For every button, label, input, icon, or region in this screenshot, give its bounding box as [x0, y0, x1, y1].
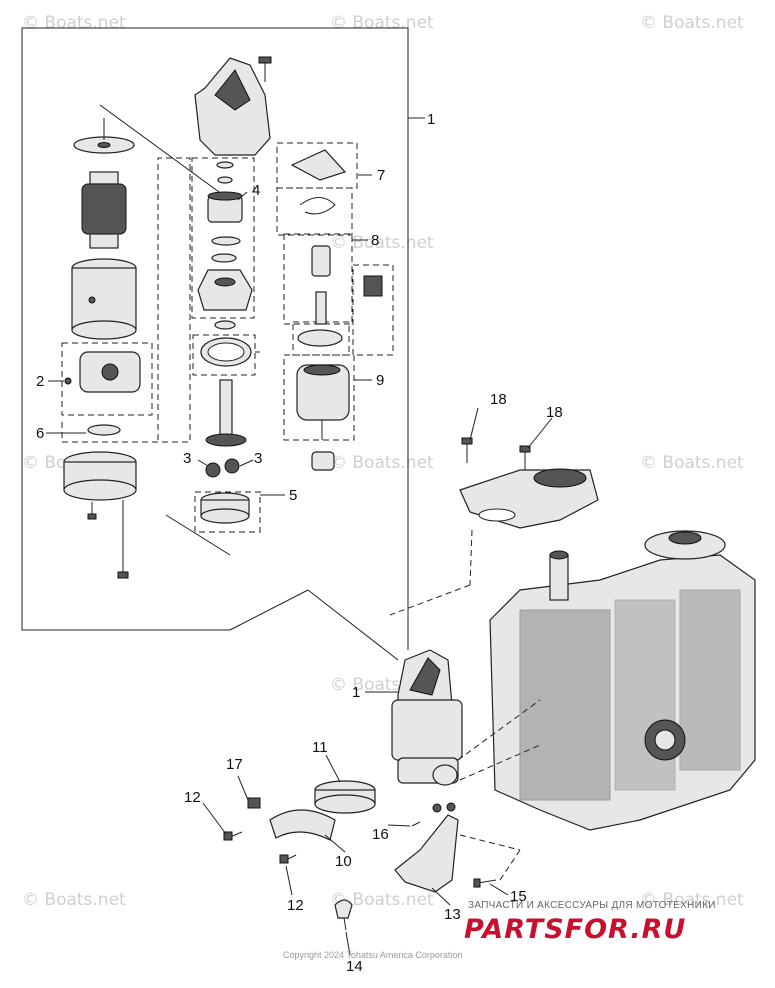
callout-16: 16 — [372, 826, 389, 843]
callout-11: 11 — [312, 739, 328, 756]
callout-13: 13 — [444, 906, 461, 923]
callout-6: 6 — [36, 425, 44, 442]
solenoid-group — [290, 149, 383, 471]
watermark: © Boats.net — [330, 453, 434, 473]
watermark: © Boats.net — [330, 233, 434, 253]
callout-15: 15 — [510, 888, 527, 905]
banner-logo: PARTSFOR.RU — [464, 914, 686, 945]
callout-18: 18 — [490, 391, 507, 408]
bracket-assembly — [389, 437, 599, 616]
callout-12: 12 — [287, 897, 304, 914]
callout-2: 2 — [36, 373, 44, 390]
watermark: © Boats.net — [22, 13, 126, 33]
partsfor-banner: ЗАПЧАСТИ И АКСЕССУАРЫ ДЛЯ МОТОТЕХНИКИ PA… — [464, 900, 716, 945]
callout-10: 10 — [335, 853, 352, 870]
copyright-notice: Copyright 2024 Tohatsu America Corporati… — [283, 950, 462, 960]
callout-1: 1 — [352, 684, 360, 701]
callout-3: 3 — [254, 450, 262, 467]
callout-9: 9 — [376, 372, 384, 389]
callout-4: 4 — [252, 182, 260, 199]
leader-lines — [46, 174, 553, 956]
watermark: © Boats.net — [330, 890, 434, 910]
callout-18: 18 — [546, 404, 563, 421]
gear-housing-group — [194, 56, 272, 524]
watermark: © Boats.net — [640, 453, 744, 473]
callout-1: 1 — [427, 111, 435, 128]
watermark: © Boats.net — [22, 890, 126, 910]
watermark: © Boats.net — [640, 890, 744, 910]
callout-3: 3 — [183, 450, 191, 467]
mounting-parts — [223, 780, 521, 931]
dashed-group-boxes — [61, 104, 394, 556]
starter-assembly — [391, 649, 541, 786]
callouts: 1 2 3 3 4 5 6 7 8 9 18 18 1 11 17 12 16 … — [36, 111, 563, 975]
banner-tagline: ЗАПЧАСТИ И АКСЕССУАРЫ ДЛЯ МОТОТЕХНИКИ — [468, 900, 716, 911]
callout-14: 14 — [346, 958, 363, 975]
armature-group — [63, 118, 141, 579]
callout-8: 8 — [371, 232, 379, 249]
callout-5: 5 — [289, 487, 297, 504]
callout-7: 7 — [377, 167, 385, 184]
callout-17: 17 — [226, 756, 243, 773]
exploded-view-frame — [21, 27, 425, 661]
watermark: © Boats.net — [640, 13, 744, 33]
engine-block — [489, 530, 756, 831]
watermark: © Boats.net — [330, 13, 434, 33]
callout-12: 12 — [184, 789, 201, 806]
